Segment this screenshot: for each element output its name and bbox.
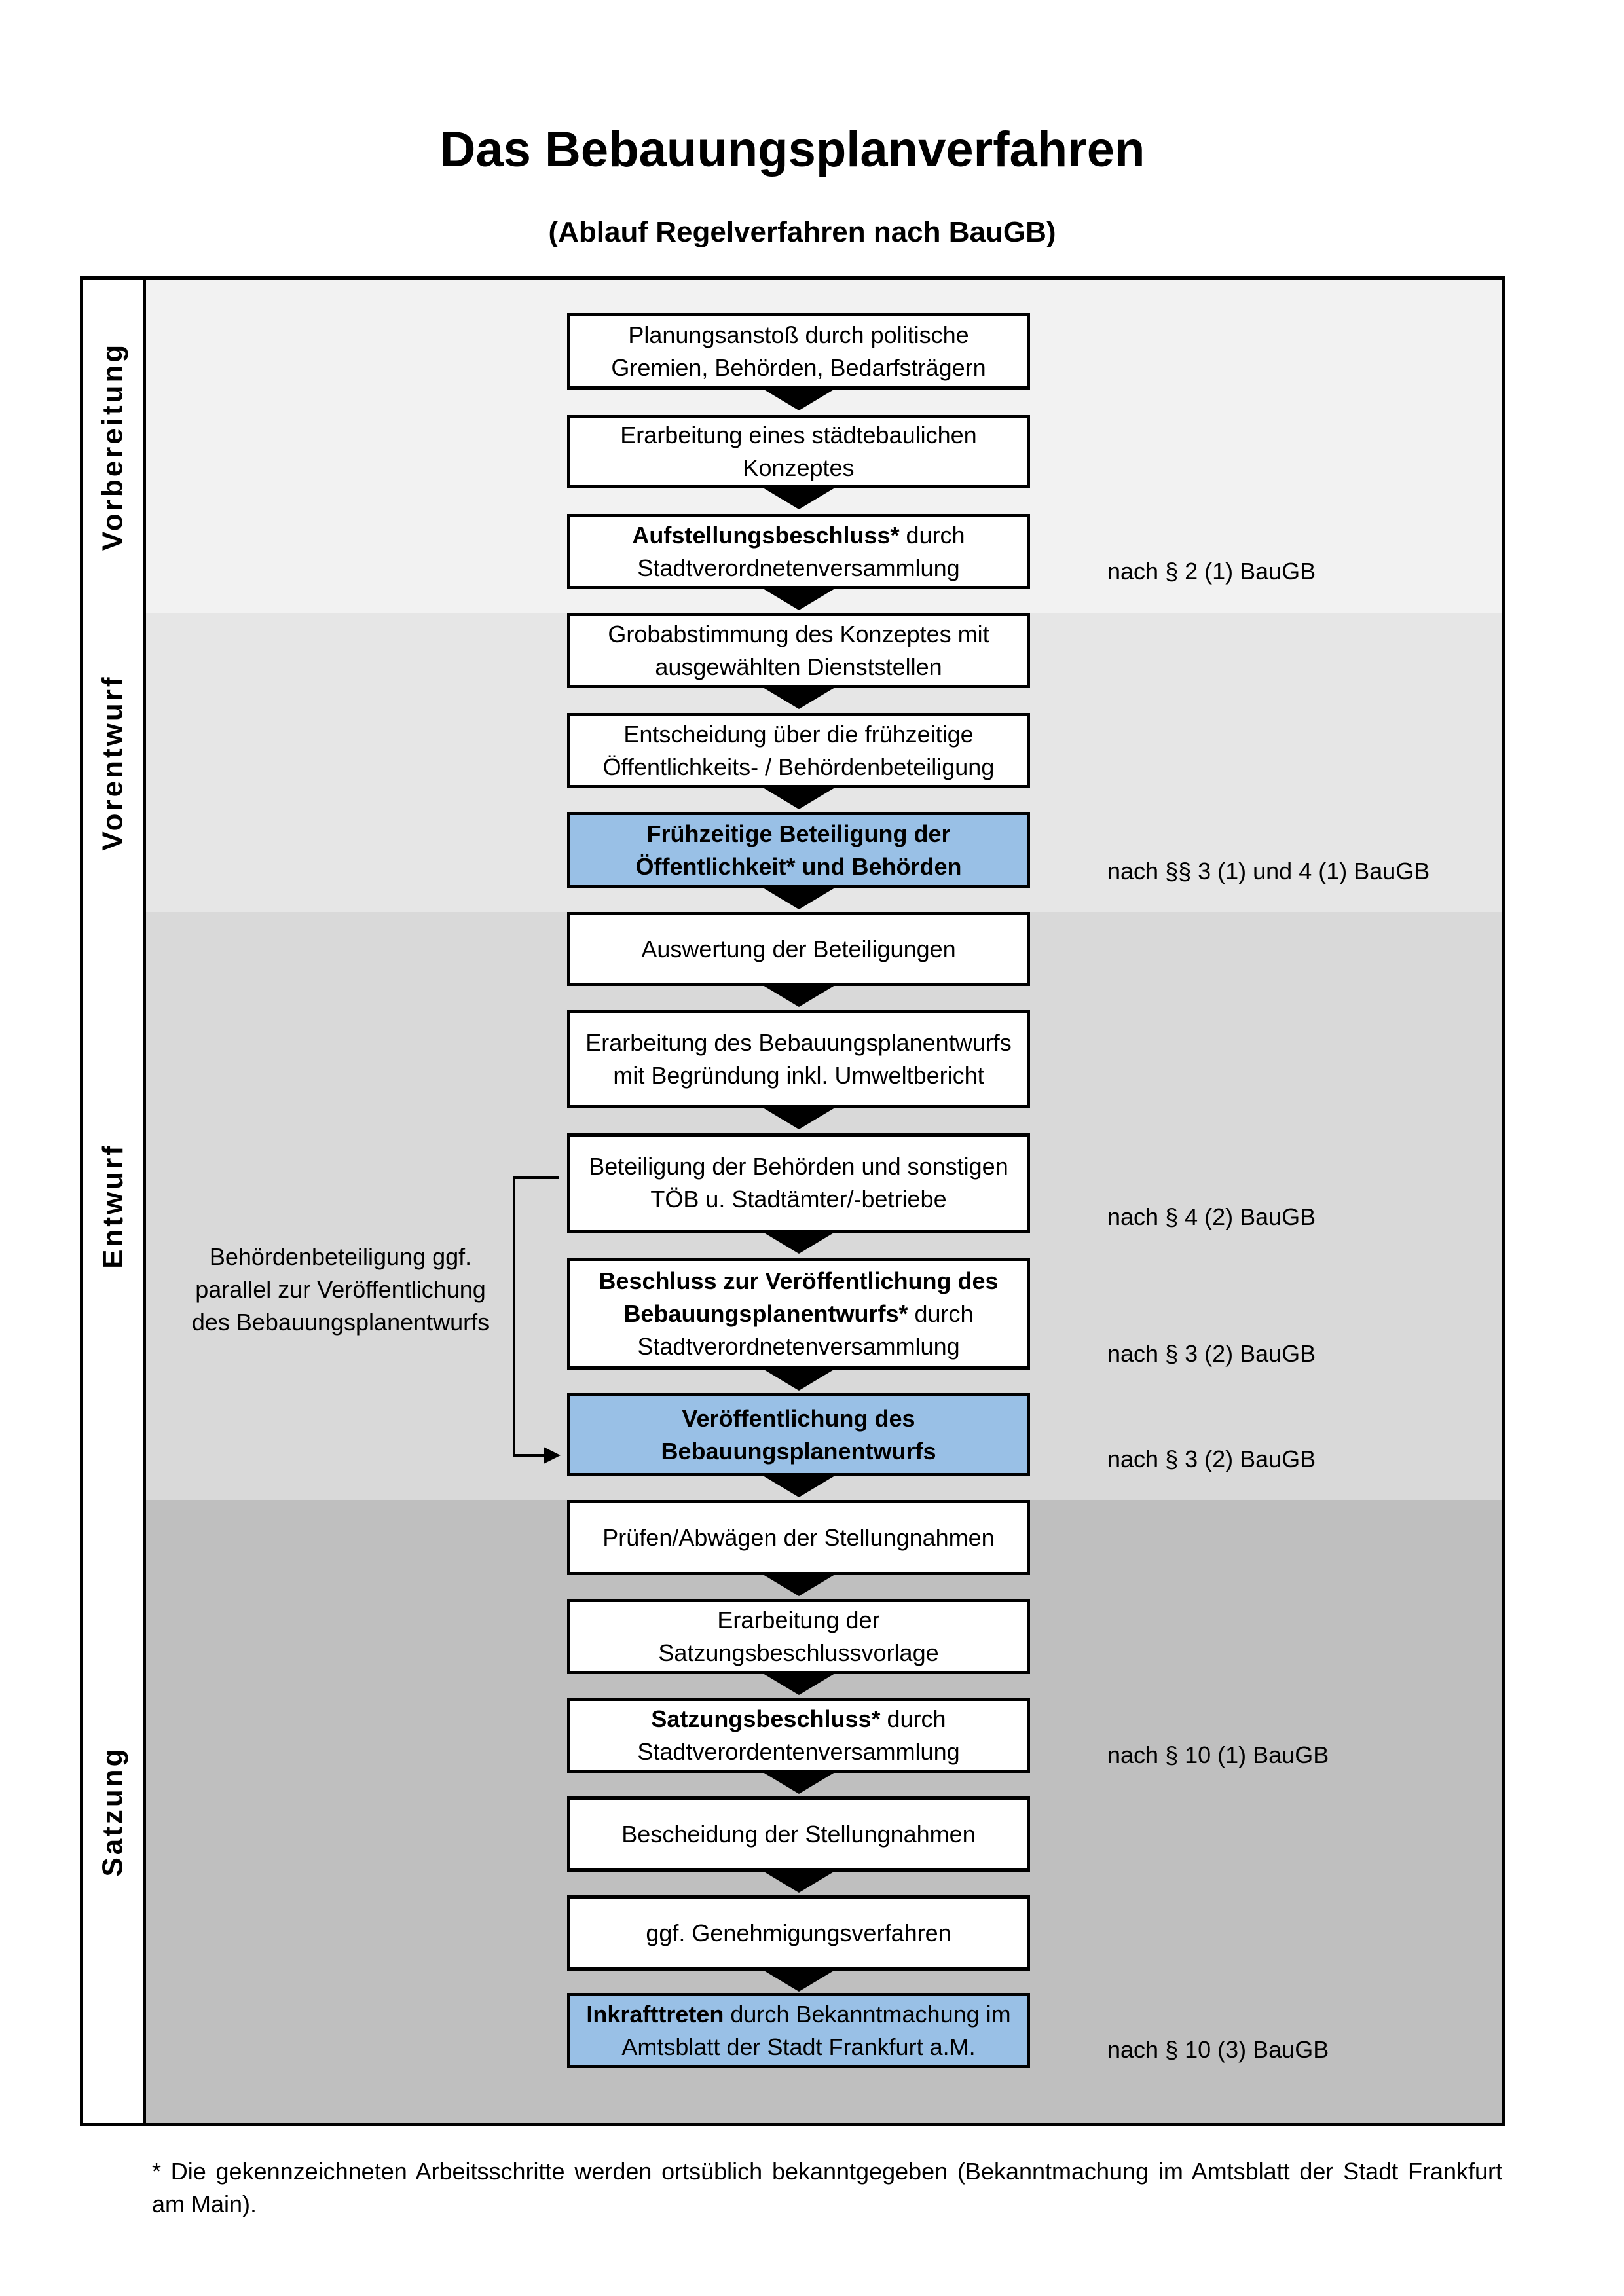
flow-arrow-icon	[760, 1770, 838, 1794]
flow-arrow-icon	[760, 1573, 838, 1596]
step-text: Aufstellungsbeschluss* durch Stadtverord…	[577, 519, 1020, 585]
legal-note: nach § 3 (2) BauGB	[1107, 1446, 1316, 1472]
process-step: Veröffentlichung des Bebauungsplanentwur…	[567, 1393, 1030, 1476]
process-step: Grobabstimmung des Konzeptes mit ausgewä…	[567, 613, 1030, 688]
step-plain-text: durch Bekanntmachung im Amtsblatt der St…	[621, 2000, 1011, 2060]
process-step: Auswertung der Beteiligungen	[567, 912, 1030, 986]
step-text: Frühzeitige Beteiligung der Öffentlichke…	[577, 818, 1020, 883]
flow-arrow-icon	[760, 587, 838, 610]
step-text: Entscheidung über die frühzeitige Öffent…	[577, 718, 1020, 784]
step-bold-text: Frühzeitige Beteiligung der Öffentlichke…	[635, 820, 962, 880]
step-text: Auswertung der Beteiligungen	[641, 933, 955, 966]
legal-note: nach § 10 (3) BauGB	[1107, 2036, 1329, 2063]
step-bold-text: Aufstellungsbeschluss*	[632, 521, 900, 549]
step-bold-text: Satzungsbeschluss*	[651, 1705, 881, 1732]
phase-entwurf: Entwurf	[80, 912, 146, 1503]
step-text: Erarbeitung des Bebauungsplanentwurfs mi…	[577, 1027, 1020, 1092]
flow-arrow-icon	[760, 886, 838, 909]
process-step: Erarbeitung eines städtebaulichen Konzep…	[567, 415, 1030, 488]
process-step: Bescheidung der Stellungnahmen	[567, 1796, 1030, 1872]
flow-arrow-icon	[760, 1671, 838, 1695]
step-plain-text: Erarbeitung des Bebauungsplanentwurfs mi…	[585, 1029, 1012, 1089]
step-bold-text: Veröffentlichung des Bebauungsplanentwur…	[661, 1404, 936, 1465]
step-text: Beschluss zur Veröffentlichung des Bebau…	[577, 1265, 1020, 1363]
step-text: Erarbeitung eines städtebaulichen Konzep…	[577, 419, 1020, 484]
process-step: Satzungsbeschluss* durch Stadtverordente…	[567, 1698, 1030, 1773]
step-text: Bescheidung der Stellungnahmen	[621, 1818, 975, 1851]
phase-vorbereitung: Vorbereitung	[80, 276, 146, 616]
process-step: Planungsanstoß durch politische Gremien,…	[567, 313, 1030, 390]
flow-arrow-icon	[760, 685, 838, 709]
step-text: Satzungsbeschluss* durch Stadtverordente…	[577, 1703, 1020, 1768]
flow-arrow-icon	[760, 786, 838, 809]
flow-arrow-icon	[760, 486, 838, 509]
step-plain-text: durch Stadtverordnetenversammlung	[637, 521, 965, 581]
step-text: Prüfen/Abwägen der Stellungnahmen	[602, 1522, 994, 1554]
process-step: ggf. Genehmigungsverfahren	[567, 1895, 1030, 1971]
step-bold-text: Beschluss zur Veröffentlichung des Bebau…	[599, 1267, 999, 1327]
step-plain-text: Grobabstimmung des Konzeptes mit ausgewä…	[608, 620, 989, 680]
side-note: Behördenbeteiligung ggf. parallel zur Ve…	[191, 1243, 490, 1336]
step-plain-text: Erarbeitung der Satzungsbeschlussvorlage	[658, 1606, 939, 1666]
flow-arrow-icon	[760, 1474, 838, 1497]
parallel-bracket-arrow	[513, 1176, 561, 1464]
step-text: Planungsanstoß durch politische Gremien,…	[577, 319, 1020, 384]
process-step: Entscheidung über die frühzeitige Öffent…	[567, 713, 1030, 788]
step-text: Grobabstimmung des Konzeptes mit ausgewä…	[577, 618, 1020, 683]
step-plain-text: Auswertung der Beteiligungen	[641, 935, 956, 962]
legal-note: nach § 3 (2) BauGB	[1107, 1340, 1316, 1367]
step-plain-text: Prüfen/Abwägen der Stellungnahmen	[602, 1523, 995, 1551]
flow-arrow-icon	[760, 1106, 838, 1129]
page-subtitle: (Ablauf Regelverfahren nach BauGB)	[548, 216, 1056, 248]
step-text: Inkrafttreten durch Bekanntmachung im Am…	[577, 1998, 1020, 2064]
step-plain-text: durch Stadtverordentenversammlung	[637, 1705, 960, 1765]
step-plain-text: Entscheidung über die frühzeitige Öffent…	[602, 720, 995, 780]
step-bold-text: Inkrafttreten	[586, 2000, 724, 2028]
legal-note: nach §§ 3 (1) und 4 (1) BauGB	[1107, 858, 1430, 884]
flow-arrow-icon	[760, 1230, 838, 1254]
step-plain-text: durch Stadtverordnetenversammlung	[637, 1300, 974, 1360]
phase-satzung: Satzung	[80, 1500, 146, 2126]
phase-label: Satzung	[96, 1745, 129, 1877]
flow-arrow-icon	[760, 1869, 838, 1893]
phase-label: Vorbereitung	[96, 342, 129, 551]
step-text: Veröffentlichung des Bebauungsplanentwur…	[577, 1402, 1020, 1468]
process-step: Erarbeitung des Bebauungsplanentwurfs mi…	[567, 1010, 1030, 1108]
legal-note: nach § 2 (1) BauGB	[1107, 558, 1316, 585]
step-text: Erarbeitung der Satzungsbeschlussvorlage	[577, 1604, 1020, 1669]
process-step: Frühzeitige Beteiligung der Öffentlichke…	[567, 812, 1030, 888]
step-plain-text: ggf. Genehmigungsverfahren	[646, 1919, 951, 1946]
step-plain-text: Bescheidung der Stellungnahmen	[621, 1820, 976, 1848]
process-step: Beschluss zur Veröffentlichung des Bebau…	[567, 1258, 1030, 1370]
step-text: ggf. Genehmigungsverfahren	[646, 1917, 951, 1950]
flow-arrow-icon	[760, 983, 838, 1007]
step-plain-text: Beteiligung der Behörden und sonstigen T…	[589, 1153, 1008, 1212]
process-step: Aufstellungsbeschluss* durch Stadtverord…	[567, 514, 1030, 589]
footnote: * Die gekennzeichneten Arbeitsschritte w…	[152, 2158, 1502, 2217]
flow-arrow-icon	[760, 1968, 838, 1992]
legal-note: nach § 10 (1) BauGB	[1107, 1741, 1329, 1768]
page-title: Das Bebauungsplanverfahren	[439, 122, 1145, 177]
flow-arrow-icon	[760, 387, 838, 410]
process-step: Prüfen/Abwägen der Stellungnahmen	[567, 1500, 1030, 1575]
process-step: Inkrafttreten durch Bekanntmachung im Am…	[567, 1993, 1030, 2068]
process-step: Beteiligung der Behörden und sonstigen T…	[567, 1133, 1030, 1233]
step-plain-text: Planungsanstoß durch politische Gremien,…	[611, 321, 986, 381]
phase-label: Vorentwurf	[96, 674, 129, 850]
phase-vorentwurf: Vorentwurf	[80, 613, 146, 915]
process-step: Erarbeitung der Satzungsbeschlussvorlage	[567, 1599, 1030, 1674]
flow-arrow-icon	[760, 1367, 838, 1391]
step-text: Beteiligung der Behörden und sonstigen T…	[577, 1150, 1020, 1216]
step-plain-text: Erarbeitung eines städtebaulichen Konzep…	[620, 422, 977, 481]
phase-label: Entwurf	[96, 1143, 129, 1269]
legal-note: nach § 4 (2) BauGB	[1107, 1203, 1316, 1230]
